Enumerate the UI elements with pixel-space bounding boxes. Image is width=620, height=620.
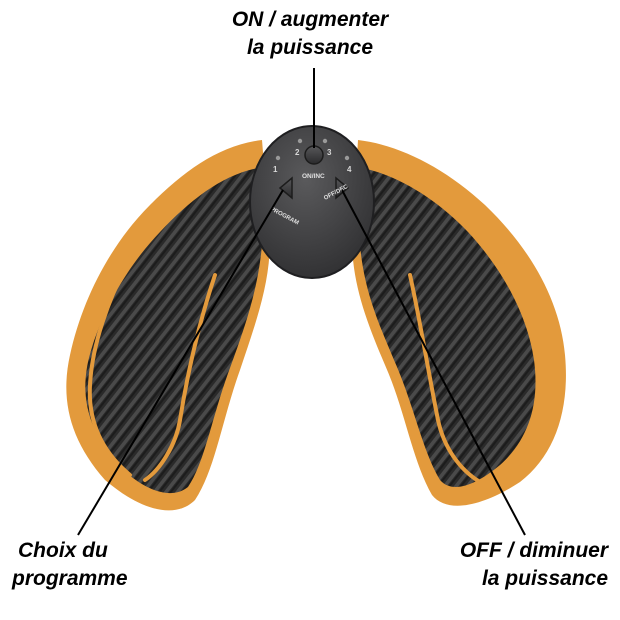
controller: 1 2 3 4 ON/INC PROGRAM OFF/DEC <box>249 125 375 279</box>
level-led-1 <box>275 155 281 161</box>
callout-on-inc-line2: la puissance <box>246 36 374 59</box>
right-pad <box>352 140 566 506</box>
right-pad-carbon <box>360 168 536 488</box>
off-dec-leader-line <box>341 189 526 536</box>
controller-body <box>249 125 375 279</box>
level-led-3 <box>322 138 328 144</box>
callout-off-dec: OFF / diminuer la puissance <box>460 537 608 593</box>
left-pad-inner-trim <box>87 256 217 482</box>
off-dec-button[interactable] <box>335 176 350 200</box>
right-pad-inner-trim <box>408 258 547 484</box>
level-label-4: 4 <box>347 165 352 174</box>
program-leader-line <box>77 189 284 536</box>
callout-on-inc: ON / augmenter la puissance <box>0 6 620 62</box>
callout-program-line2: programme <box>12 567 128 590</box>
callout-off-dec-line2: la puissance <box>481 567 608 590</box>
program-button[interactable] <box>278 176 293 200</box>
level-led-4 <box>344 155 350 161</box>
callout-off-dec-line1: OFF / diminuer <box>459 539 608 562</box>
left-pad-carbon <box>85 168 262 494</box>
level-label-1: 1 <box>273 165 278 174</box>
on-inc-button[interactable] <box>304 145 324 165</box>
level-led-2 <box>297 138 303 144</box>
callout-program: Choix du programme <box>12 537 128 593</box>
level-label-3: 3 <box>327 148 332 157</box>
callout-on-inc-line1: ON / augmenter <box>231 8 389 31</box>
left-pad <box>66 140 270 511</box>
callout-program-line1: Choix du <box>18 539 108 562</box>
level-label-2: 2 <box>295 148 300 157</box>
on-inc-label: ON/INC <box>302 173 325 180</box>
